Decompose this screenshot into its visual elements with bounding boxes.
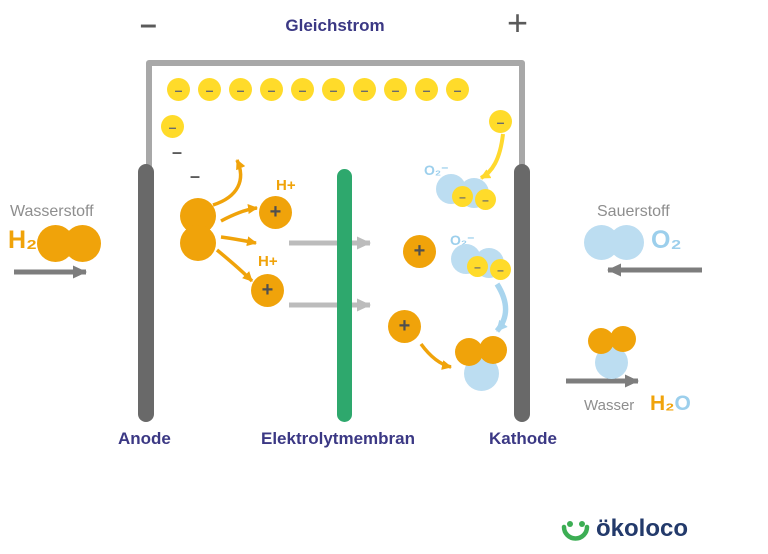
electron: – bbox=[198, 78, 221, 101]
h-plus-ion: + bbox=[259, 196, 292, 229]
h2o-formula: H₂O bbox=[650, 392, 691, 416]
electron: – bbox=[489, 110, 512, 133]
cathode-bar bbox=[514, 164, 530, 422]
h-plus-ion: + bbox=[403, 235, 436, 268]
h-plus-label: H+ bbox=[276, 177, 296, 194]
h2-formula: H₂ bbox=[8, 226, 38, 254]
electron-release-arrow bbox=[212, 159, 246, 207]
electron: – bbox=[322, 78, 345, 101]
electron: – bbox=[161, 115, 184, 138]
electrolyte-membrane-bar bbox=[337, 169, 352, 422]
smiley-icon bbox=[561, 521, 590, 541]
h-plus-ion: + bbox=[251, 274, 284, 307]
electron: – bbox=[446, 78, 469, 101]
oxide-to-water-arrow bbox=[494, 282, 509, 333]
free-electron-sign: – bbox=[172, 142, 183, 162]
proton-release-arrow bbox=[220, 204, 258, 223]
electron: – bbox=[229, 78, 252, 101]
negative-terminal-sign: – bbox=[140, 8, 157, 41]
electron: – bbox=[167, 78, 190, 101]
hydrogen-label: Wasserstoff bbox=[10, 203, 94, 220]
water-hydrogen-atom bbox=[479, 336, 507, 364]
electron: – bbox=[384, 78, 407, 101]
direct-current-label: Gleichstrom bbox=[285, 16, 385, 35]
membrane-label: Elektrolytmembran bbox=[261, 429, 415, 448]
cathode-label: Kathode bbox=[489, 429, 557, 448]
oxygen-label: Sauerstoff bbox=[597, 203, 670, 220]
proton-release-arrow bbox=[215, 248, 254, 283]
o2-minus-label: O₂⁻ bbox=[424, 162, 449, 178]
h-plus-ion: + bbox=[388, 310, 421, 343]
electron: – bbox=[415, 78, 438, 101]
positive-terminal-sign: + bbox=[507, 2, 529, 43]
water-hydrogen-atom bbox=[610, 326, 636, 352]
logo-text: ökoloco bbox=[596, 515, 689, 542]
proton-release-arrow bbox=[220, 235, 257, 247]
anode-label: Anode bbox=[118, 429, 171, 448]
o2-formula: O₂ bbox=[651, 226, 682, 254]
free-electron-sign: – bbox=[190, 166, 201, 186]
okoloco-logo: ökoloco bbox=[560, 514, 688, 544]
h-plus-label: H+ bbox=[258, 253, 278, 270]
electron: – bbox=[452, 186, 473, 207]
electron: – bbox=[490, 259, 511, 280]
electron: – bbox=[260, 78, 283, 101]
electron: – bbox=[467, 256, 488, 277]
electron: – bbox=[353, 78, 376, 101]
hydrogen-molecule-atom bbox=[64, 225, 101, 262]
electron-to-oxygen-arrow bbox=[479, 133, 505, 180]
anode-bar bbox=[138, 164, 154, 422]
h2o-h2-part: H₂ bbox=[650, 392, 675, 415]
electron: – bbox=[475, 189, 496, 210]
water-hydrogen-atom bbox=[455, 338, 483, 366]
h2o-o-part: O bbox=[674, 392, 691, 415]
water-hydrogen-atom bbox=[588, 328, 614, 354]
electron: – bbox=[291, 78, 314, 101]
oxygen-molecule-atom bbox=[609, 225, 644, 260]
water-label: Wasser bbox=[584, 397, 635, 414]
proton-to-water-arrow bbox=[419, 342, 452, 370]
hydrogen-molecule-atom bbox=[180, 225, 216, 261]
